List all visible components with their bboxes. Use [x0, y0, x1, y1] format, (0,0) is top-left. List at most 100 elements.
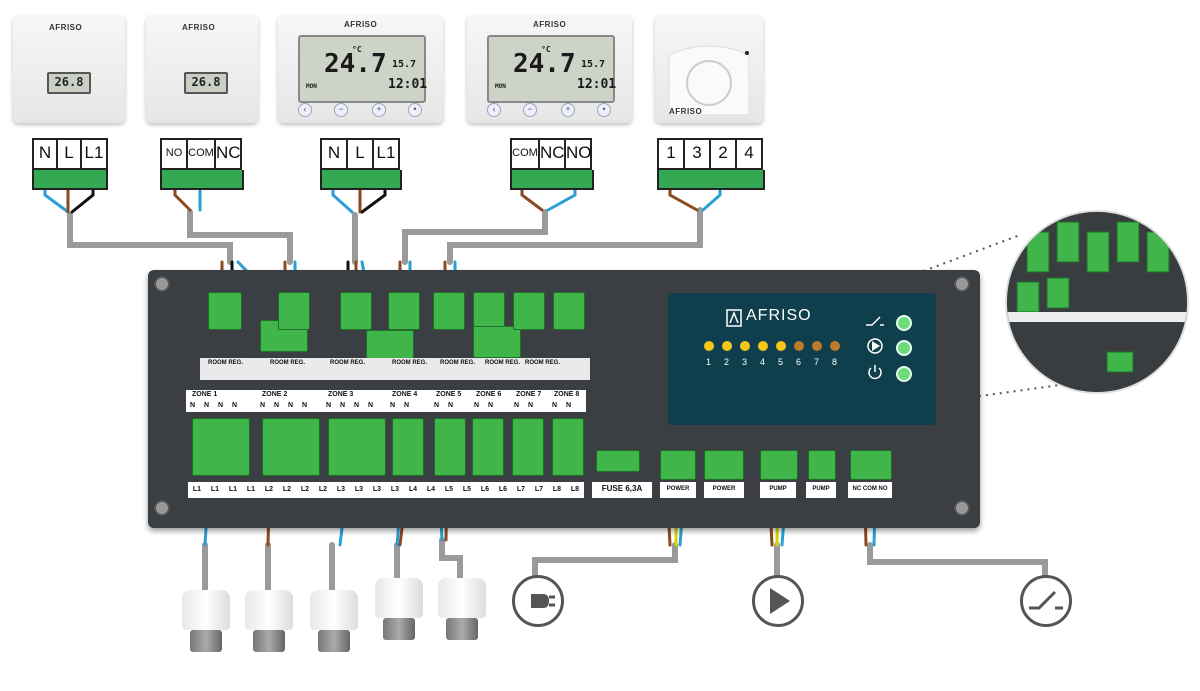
zone-led-number: 5 [778, 357, 784, 367]
n-label: N [434, 402, 440, 409]
cable-thermo1 [67, 212, 233, 265]
n-label: N [302, 402, 308, 409]
left-button[interactable]: ‹ [487, 103, 501, 117]
minus-button[interactable]: − [334, 103, 348, 117]
n-label: N [474, 402, 480, 409]
room-reg-terminal [388, 292, 420, 330]
terminal-block-3: N L L1 [320, 138, 400, 170]
programmable-thermostat-1: AFRISO 24.7 °C 15.7 12:01 MON ‹ − + • [278, 15, 443, 123]
screw [154, 276, 170, 292]
room-thermostat-1: AFRISO 26.8 [13, 15, 125, 123]
lcd-temperature: 24.7 [513, 49, 576, 79]
zone-led [830, 341, 840, 351]
switch-icon [1020, 575, 1072, 627]
room-reg-terminal [513, 292, 545, 330]
room-reg-label: ROOM REG. [440, 360, 476, 366]
n-label: N [232, 402, 238, 409]
terminal-label: 4 [744, 143, 754, 162]
screw [954, 500, 970, 516]
terminal-label: L1 [84, 143, 104, 162]
phase-label: L6 [498, 486, 508, 493]
n-label: N [566, 402, 572, 409]
terminal-label: L1 [376, 143, 396, 162]
thermostat-brand: AFRISO [533, 20, 567, 29]
zone-led [740, 341, 750, 351]
phase-label: L1 [246, 486, 256, 493]
phase-label: L4 [408, 486, 418, 493]
pump-label: PUMP [760, 482, 796, 498]
terminal-label: N [322, 140, 348, 168]
zone-4-terminal [392, 418, 424, 476]
zone-7-terminal [512, 418, 544, 476]
terminal-green-strip [320, 170, 402, 190]
phase-label: L2 [318, 486, 328, 493]
phase-label: L2 [264, 486, 274, 493]
terminal-block-4: COM NC NO [510, 138, 592, 170]
pump-terminal [760, 450, 798, 480]
lcd-unit: °C [352, 45, 362, 54]
phase-label: L8 [552, 486, 562, 493]
n-label: N [218, 402, 224, 409]
lcd-clock: 12:01 [577, 77, 617, 92]
phase-label: L3 [336, 486, 346, 493]
thermostat-brand: AFRISO [182, 23, 216, 32]
zone-label: ZONE 6 [476, 391, 502, 398]
phase-label: L2 [300, 486, 310, 493]
terminal-label: 2 [711, 140, 737, 168]
zone-label: ZONE 8 [554, 391, 580, 398]
n-label: N [204, 402, 210, 409]
phase-label: L7 [534, 486, 544, 493]
plus-button[interactable]: + [561, 103, 575, 117]
screw [154, 500, 170, 516]
minus-button[interactable]: − [523, 103, 537, 117]
pump-status-led [896, 340, 912, 356]
actuator-base [253, 630, 285, 652]
programmable-thermostat-2: AFRISO 24.7 °C 15.7 12:01 MON ‹ − + • [467, 15, 632, 123]
zone-label: ZONE 3 [328, 391, 354, 398]
switch-icon [866, 316, 884, 326]
zone-led-number: 8 [832, 357, 838, 367]
n-label: N [260, 402, 266, 409]
zone-led-number: 1 [706, 357, 712, 367]
power-icon [868, 365, 882, 380]
room-reg-terminal [433, 292, 465, 330]
actuator-body [375, 578, 423, 618]
zone-led [776, 341, 786, 351]
relay-com-label: COM [862, 486, 877, 492]
lcd-unit: °C [541, 45, 551, 54]
lcd-clock: 12:01 [388, 77, 428, 92]
terminal-label: L [58, 140, 82, 168]
thermostat-display: 26.8 [47, 72, 91, 94]
zone-led-number: 4 [760, 357, 766, 367]
power-label: POWER [660, 482, 696, 498]
zone-2-terminal [262, 418, 320, 476]
menu-button[interactable]: • [597, 103, 611, 117]
menu-button[interactable]: • [408, 103, 422, 117]
n-label: N [390, 402, 396, 409]
zone-3-terminal [328, 418, 386, 476]
zone-led-number: 2 [724, 357, 730, 367]
thermostat-brand: AFRISO [344, 20, 378, 29]
relay-terminal [850, 450, 892, 480]
plus-button[interactable]: + [372, 103, 386, 117]
pump-label: PUMP [806, 482, 836, 498]
terminal-green-strip [510, 170, 594, 190]
fuse-holder [596, 450, 640, 472]
lcd-mode: MON [495, 83, 506, 90]
left-button[interactable]: ‹ [298, 103, 312, 117]
zone-8-terminal [552, 418, 584, 476]
power-plug-icon [512, 575, 564, 627]
relay-nc-label: NC [852, 486, 862, 492]
phase-label: L3 [372, 486, 382, 493]
thermostat-display: 26.8 [184, 72, 228, 94]
terminal-label: L [348, 140, 374, 168]
zone-led-number: 3 [742, 357, 748, 367]
room-reg-terminal [208, 292, 242, 330]
terminal-block-1: N L L1 [32, 138, 108, 170]
room-reg-terminal [553, 292, 585, 330]
zone-label: ZONE 4 [392, 391, 418, 398]
phase-label: L7 [516, 486, 526, 493]
